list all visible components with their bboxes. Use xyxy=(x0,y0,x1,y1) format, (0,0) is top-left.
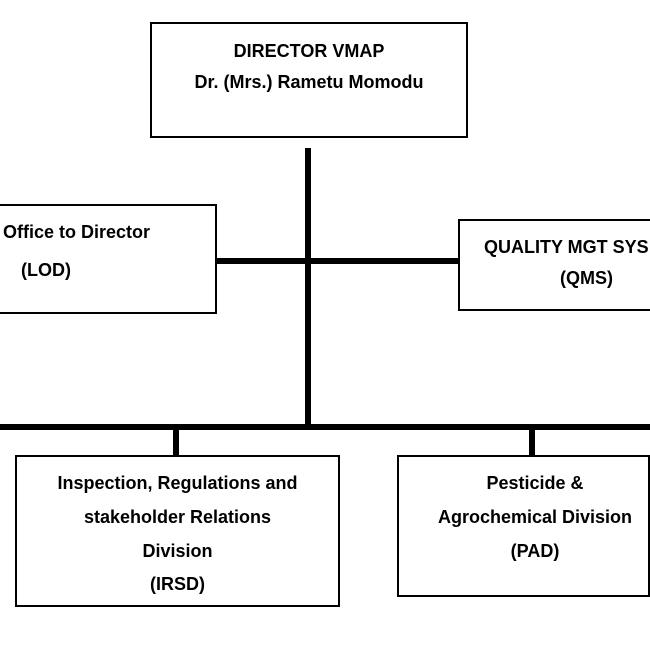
irsd-line-2: stakeholder Relations xyxy=(83,507,272,527)
pad-line-2: Agrochemical Division xyxy=(437,507,633,527)
qms-abbr: (QMS) xyxy=(560,268,613,288)
lod-box: Office to Director (LOD) xyxy=(0,204,217,314)
irsd-box: Inspection, Regulations and stakeholder … xyxy=(15,455,340,607)
irsd-drop-line xyxy=(173,428,179,456)
irsd-line-3: Division xyxy=(142,541,213,561)
director-name: Dr. (Mrs.) Rametu Momodu xyxy=(194,72,424,92)
pad-box: Pesticide & Agrochemical Division (PAD) xyxy=(397,455,650,597)
division-bus-line xyxy=(0,424,650,430)
pad-line-1: Pesticide & xyxy=(486,473,584,493)
qms-connector xyxy=(305,258,460,264)
lod-abbr: (LOD) xyxy=(21,260,71,280)
director-title: DIRECTOR VMAP xyxy=(233,41,385,61)
qms-label: QUALITY MGT SYS xyxy=(484,237,649,257)
irsd-line-1: Inspection, Regulations and xyxy=(57,473,298,493)
irsd-abbr: (IRSD) xyxy=(150,574,205,594)
qms-box: QUALITY MGT SYS (QMS) xyxy=(458,219,650,311)
lod-label: Office to Director xyxy=(3,222,151,242)
pad-drop-line xyxy=(529,428,535,456)
lod-connector xyxy=(216,258,311,264)
director-box: DIRECTOR VMAP Dr. (Mrs.) Rametu Momodu xyxy=(150,22,468,138)
trunk-line xyxy=(305,148,311,430)
qms-clip: QUALITY MGT SYS (QMS) xyxy=(458,219,650,311)
pad-abbr: (PAD) xyxy=(510,541,560,561)
